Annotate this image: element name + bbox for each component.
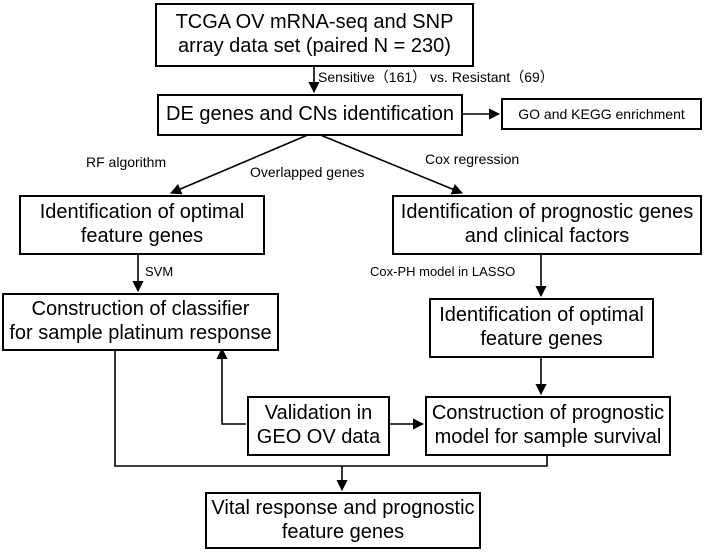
box-prognostic-model-line-1: Construction of prognostic [431, 402, 665, 425]
arrow-de-to-left [169, 133, 311, 195]
box-prognostic-genes: Identification of prognostic genes and c… [392, 195, 702, 255]
label-overlapped-genes: Overlapped genes [250, 164, 365, 180]
box-go-kegg: GO and KEGG enrichment [501, 98, 702, 130]
box-go-kegg-line-1: GO and KEGG enrichment [518, 105, 685, 122]
box-vital-line-2: feature genes [281, 520, 405, 543]
merge-line [114, 350, 548, 467]
box-optimal-right-line-1: Identification of optimal [439, 304, 644, 327]
box-classifier-line-2: for sample platinum response [9, 322, 272, 344]
box-prognostic-model-line-2: model for sample survival [434, 426, 662, 448]
box-optimal-left: Identification of optimal feature genes [19, 195, 265, 255]
label-sensitive-vs-resistant: Sensitive（161） vs. Resistant（69） [318, 69, 554, 85]
box-classifier: Construction of classifier for sample pl… [2, 293, 279, 351]
box-tcga-line-1: TCGA OV mRNA-seq and SNP [175, 11, 454, 34]
box-classifier-line-1: Construction of classifier [31, 298, 250, 321]
arrow-de-to-right [317, 133, 464, 195]
label-cox-regression: Cox regression [425, 151, 520, 167]
box-de-cns-line-1: DE genes and CNs identification [166, 103, 454, 126]
box-optimal-right: Identification of optimal feature genes [429, 298, 654, 358]
box-tcga-line-2: array data set (paired N = 230) [178, 35, 451, 57]
box-de-cns: DE genes and CNs identification [157, 94, 463, 136]
arrow-validation-to-classifier [216, 347, 246, 425]
box-prognostic-genes-line-1: Identification of prognostic genes [400, 201, 694, 224]
box-optimal-right-line-2: feature genes [480, 328, 603, 350]
label-rf-algorithm: RF algorithm [86, 154, 167, 170]
label-cox-ph-lasso: Cox-PH model in LASSO [370, 264, 516, 279]
box-vital: Vital response and prognostic feature ge… [205, 492, 481, 549]
box-validation: Validation in GEO OV data [247, 396, 390, 456]
box-validation-line-1: Validation in [264, 402, 373, 425]
box-vital-line-1: Vital response and prognostic [211, 496, 475, 519]
box-prognostic-genes-line-2: and clinical factors [464, 225, 630, 247]
box-tcga: TCGA OV mRNA-seq and SNP array data set … [155, 3, 474, 67]
box-prognostic-model: Construction of prognostic model for sam… [425, 396, 671, 456]
box-optimal-left-line-2: feature genes [80, 225, 204, 247]
box-optimal-left-line-1: Identification of optimal [39, 201, 245, 224]
label-svm: SVM [145, 264, 174, 279]
box-validation-line-2: GEO OV data [256, 426, 381, 448]
